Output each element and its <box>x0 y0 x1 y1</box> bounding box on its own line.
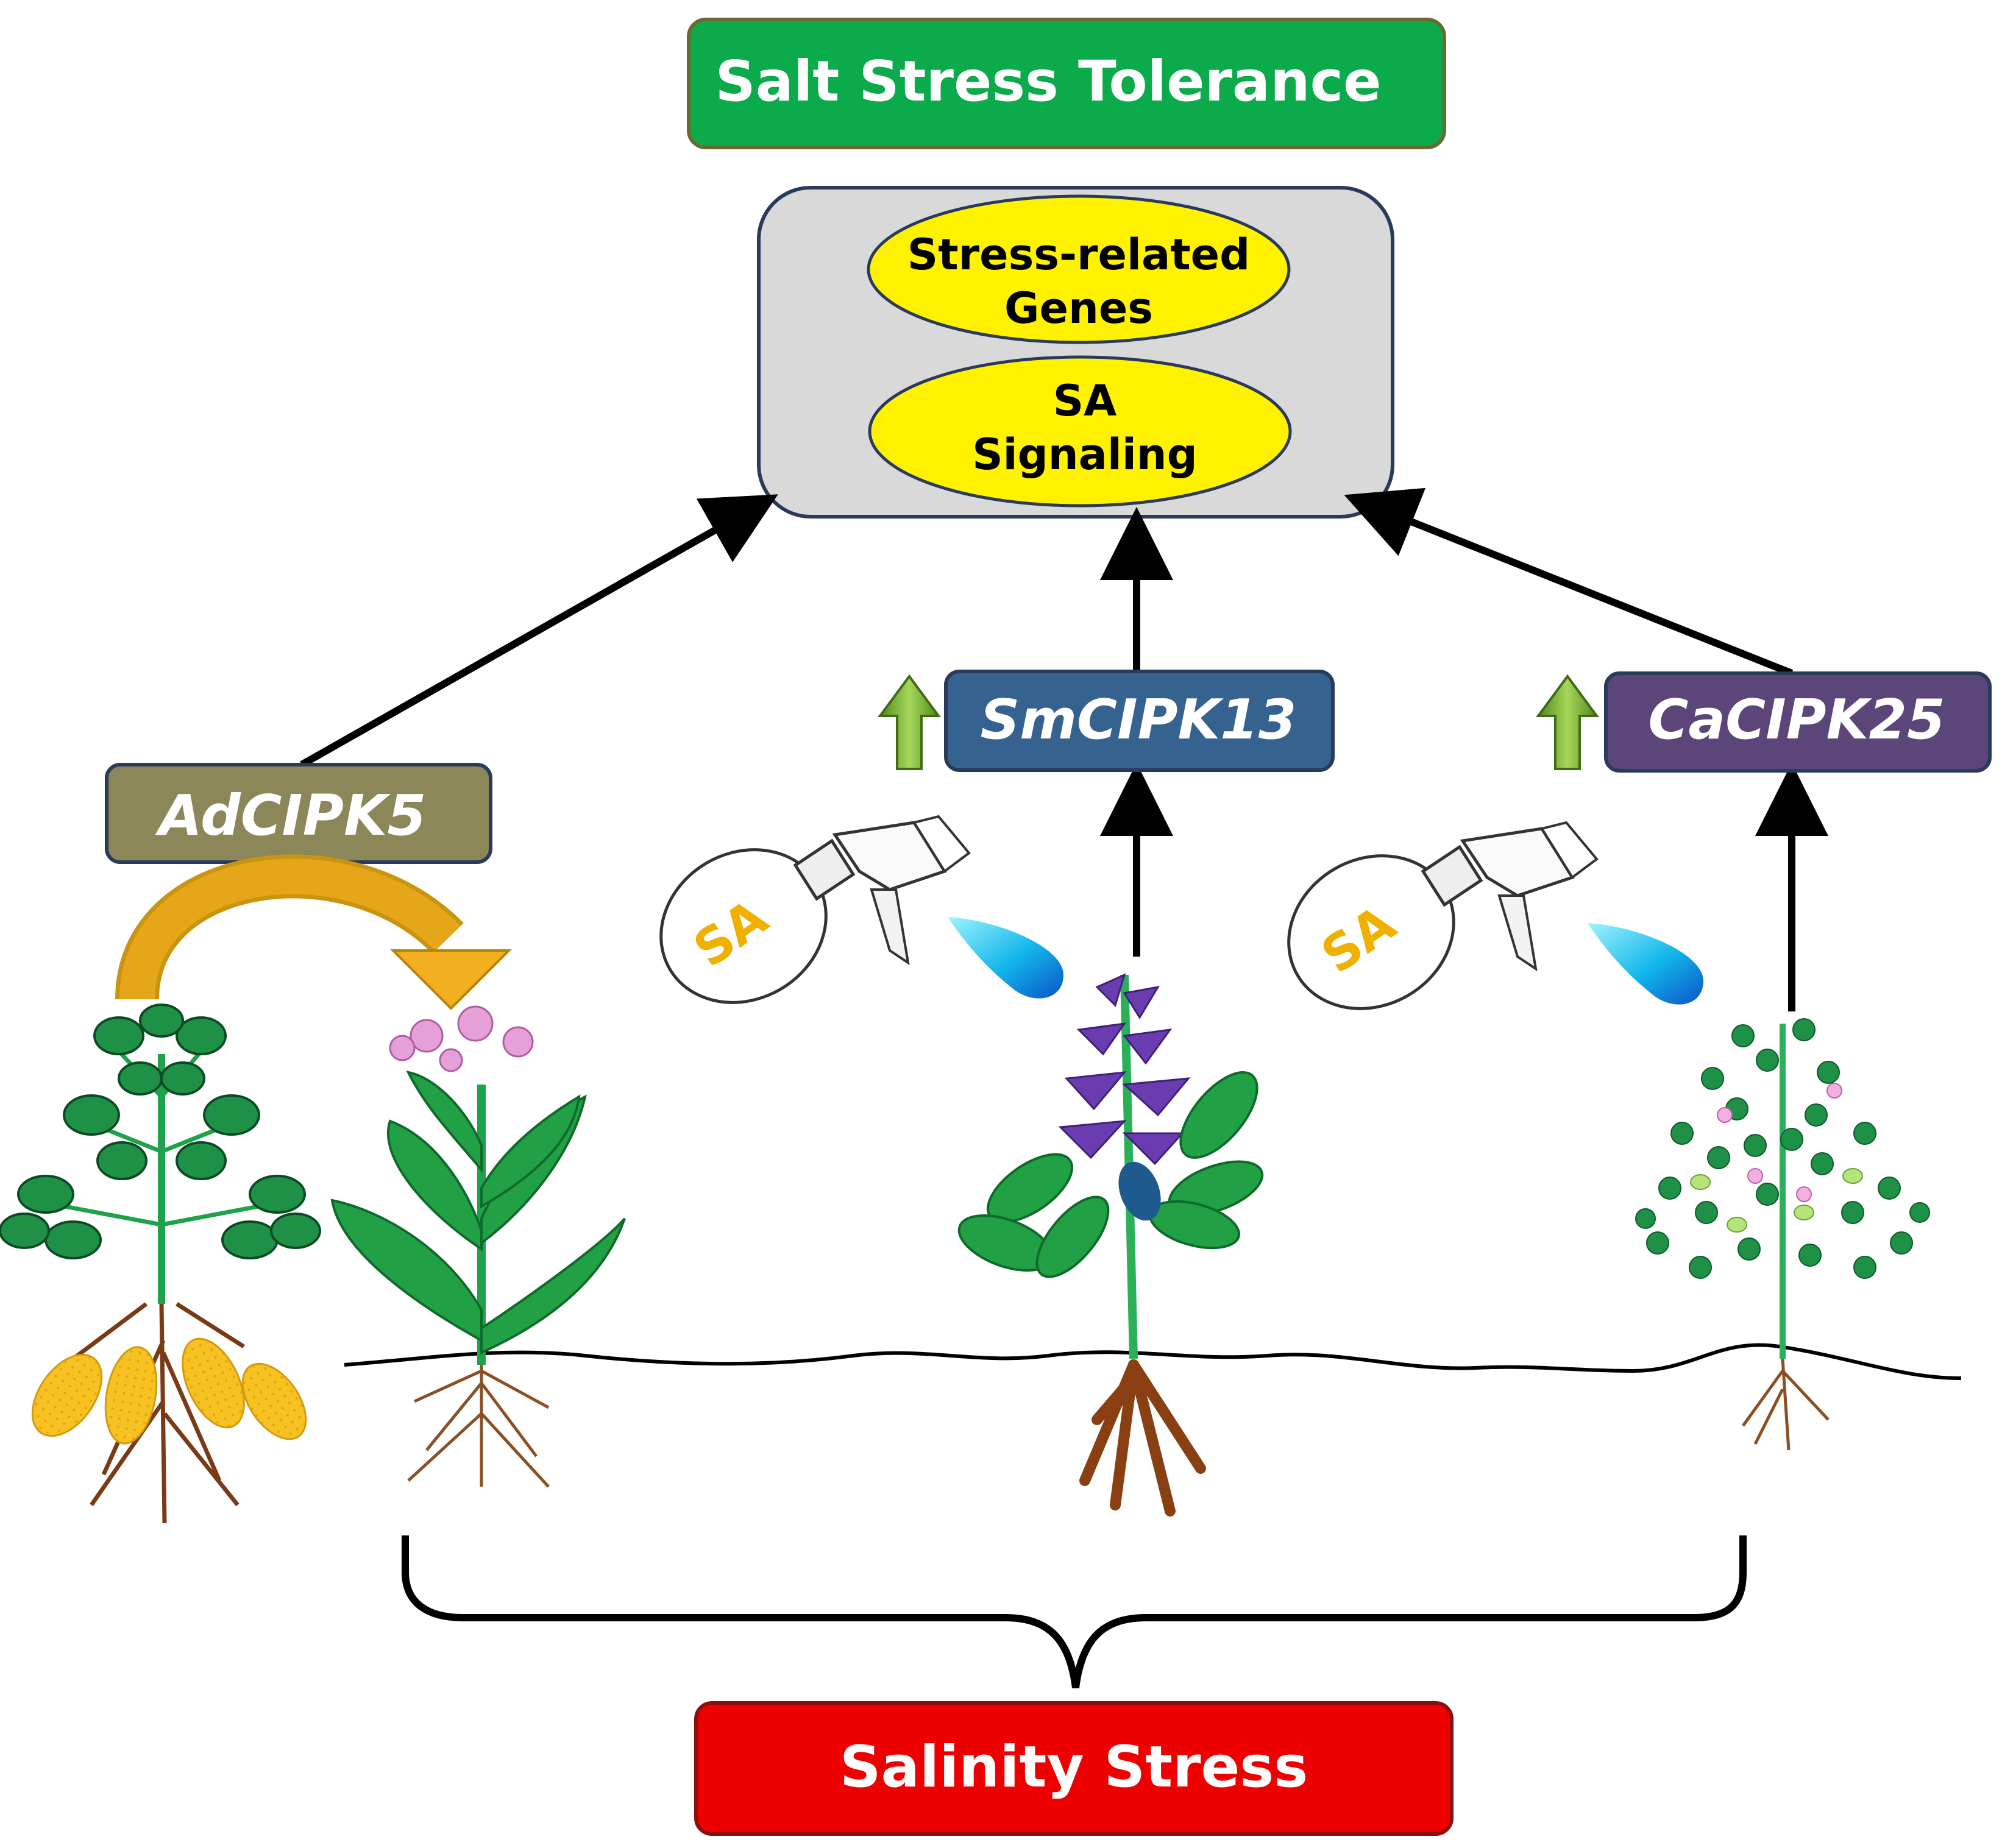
gene-box-adcipk5: AdCIPK5 <box>105 763 492 864</box>
salvia-plant-icon <box>957 973 1264 1517</box>
sa-signaling-label-line2: Signaling <box>972 430 1198 480</box>
arrow-adcipk5-to-box <box>300 494 778 768</box>
salt-stress-tolerance-label: Salt Stress Tolerance <box>715 49 1382 114</box>
adcipk5-label: AdCIPK5 <box>155 783 427 848</box>
arrows-to-mechanism <box>300 487 1828 1011</box>
sprayer-bottle-icon: SA <box>659 815 971 1004</box>
upregulation-arrow-icon <box>1536 674 1599 770</box>
peanut-plant-icon <box>0 1004 321 1524</box>
salinity-stress-label: Salinity Stress <box>840 1734 1308 1800</box>
mechanism-box: Stress-related Genes SA Signaling <box>757 186 1394 519</box>
gene-box-cacipk25: CaCIPK25 <box>1604 671 1992 773</box>
stress-related-label-line1: Stress-related <box>907 230 1251 280</box>
smcipk13-label: SmCIPK13 <box>980 688 1296 752</box>
transgenic-transfer-arrow-icon <box>115 854 512 1010</box>
gene-box-smcipk13: SmCIPK13 <box>944 670 1335 772</box>
arrow-cacipk25-to-box <box>1344 487 1794 677</box>
tobacco-plant-icon <box>330 1005 626 1488</box>
water-drop-icon <box>948 917 1063 999</box>
sa-signaling-ellipse: SA Signaling <box>868 355 1292 508</box>
sprayer-bottle-icon: SA <box>1287 821 1599 1010</box>
sa-signaling-label-line1: SA <box>1053 376 1117 426</box>
salinity-brace <box>402 1535 1747 1688</box>
soil-line <box>344 1343 1962 1380</box>
salt-stress-tolerance-box: Salt Stress Tolerance <box>687 18 1446 149</box>
water-drop-icon <box>1588 923 1703 1005</box>
chickpea-plant-icon <box>1635 1018 1930 1451</box>
stress-related-label-line2: Genes <box>1004 283 1153 333</box>
cacipk25-label: CaCIPK25 <box>1648 688 1945 752</box>
upregulation-arrow-icon <box>878 674 941 770</box>
salinity-stress-box: Salinity Stress <box>694 1701 1454 1836</box>
stress-related-genes-ellipse: Stress-related Genes <box>867 194 1291 344</box>
